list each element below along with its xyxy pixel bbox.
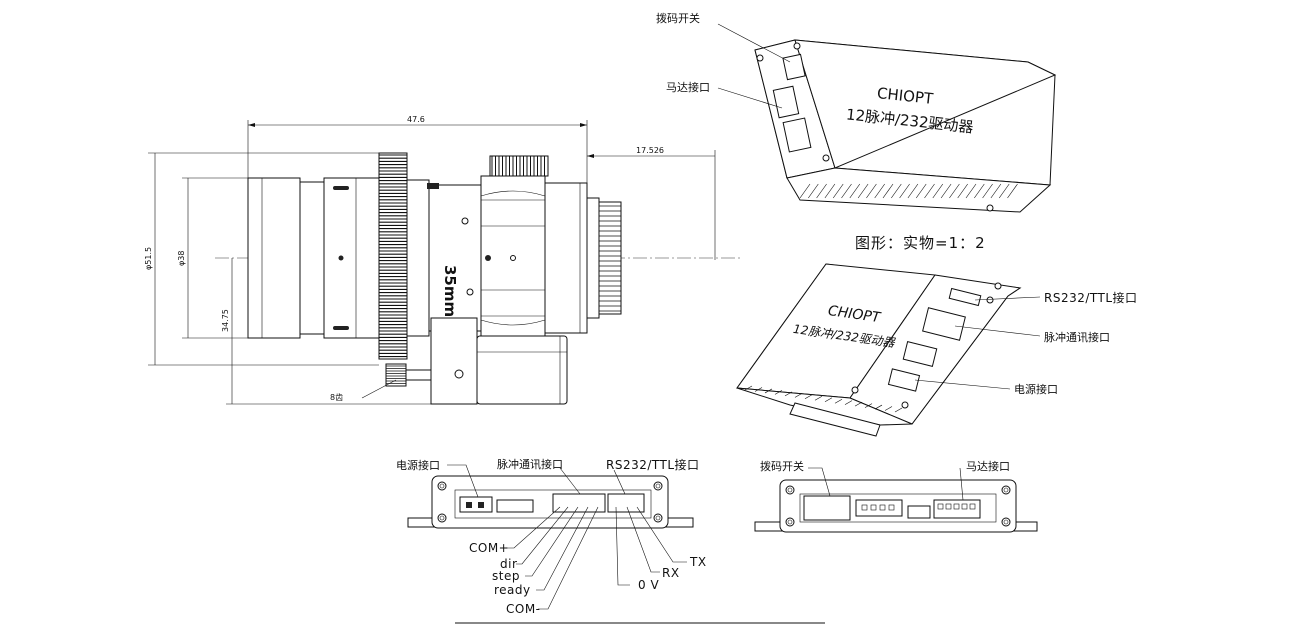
top-brand: CHIOPT — [876, 84, 935, 108]
driver-box-top: CHIOPT 12脉冲/232驱动器 拨码开关 马达接口 — [656, 11, 1057, 213]
front-power-label: 电源接口 — [396, 458, 440, 472]
bottom-power-label: 电源接口 — [1014, 382, 1058, 396]
pin-com-plus: COM+ — [469, 541, 509, 555]
dim-height: 34.75 — [221, 309, 230, 332]
front-pulse-label: 脉冲通讯接口 — [497, 457, 563, 471]
focal-marking: 35mm — [441, 265, 459, 317]
driver-rear-view: 拨码开关 马达接口 — [754, 459, 1038, 533]
rear-dip-switch-label: 拨码开关 — [760, 459, 804, 473]
bottom-rs232-label: RS232/TTL接口 — [1044, 290, 1138, 305]
dim-dia-inner: φ38 — [177, 251, 186, 266]
pin-dir: dir — [500, 557, 517, 571]
driver-box-bottom: CHIOPT 12脉冲/232驱动器 RS232/TTL接口 脉冲通讯接口 电源… — [736, 263, 1138, 437]
dim-back: 17.526 — [636, 146, 664, 155]
top-motor-port-label: 马达接口 — [666, 81, 710, 94]
pin-tx: TX — [689, 555, 707, 569]
pin-step: step — [492, 569, 520, 583]
bottom-brand: CHIOPT — [827, 303, 883, 326]
dim-length: 47.6 — [407, 115, 425, 124]
bottom-pulse-label: 脉冲通讯接口 — [1044, 330, 1110, 344]
dim-dia-outer: φ51.5 — [144, 247, 153, 270]
rear-motor-port-label: 马达接口 — [966, 460, 1010, 473]
pin-ready: ready — [494, 583, 531, 597]
pin-com-minus: COM- — [506, 602, 541, 616]
driver-front-view: 电源接口 脉冲通讯接口 RS232/TTL接口 COM+ dir step re… — [396, 457, 825, 624]
top-dip-switch-label: 拨码开关 — [656, 11, 700, 25]
pin-0v: 0 V — [638, 578, 659, 592]
gear-note: 8齿 — [330, 393, 343, 402]
dimension-lines — [148, 120, 716, 405]
front-rs232-label: RS232/TTL接口 — [606, 457, 700, 472]
pin-rx: RX — [662, 566, 680, 580]
lens-assembly: 35mm — [144, 115, 740, 405]
scale-note: 图形：实物=1：2 — [855, 234, 986, 252]
